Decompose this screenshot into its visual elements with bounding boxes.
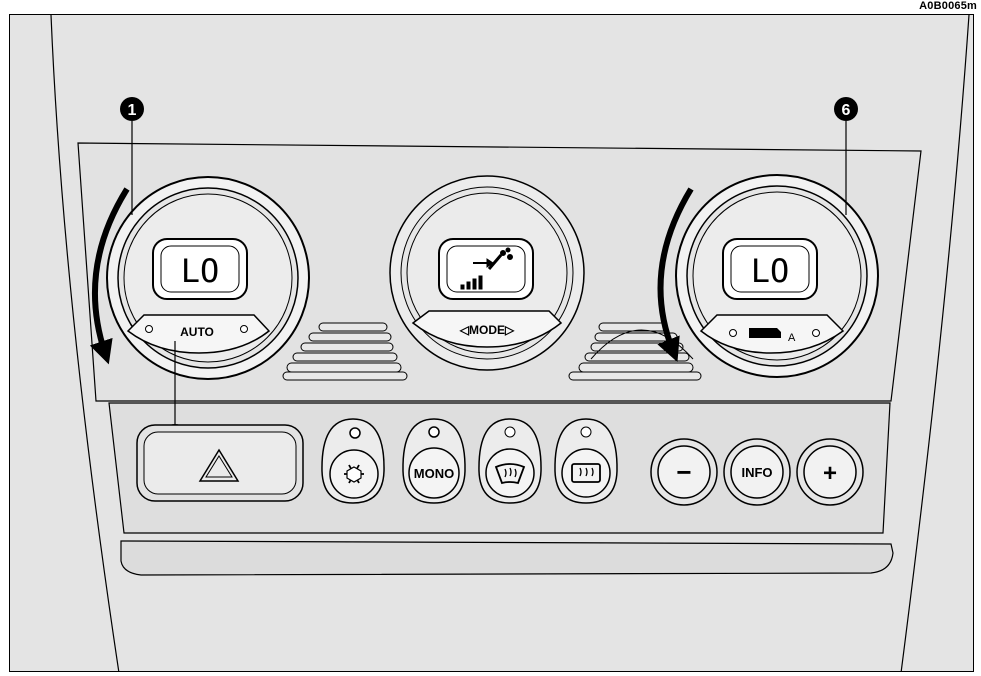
snowflake-icon xyxy=(344,464,364,484)
windscreen-indicator-led xyxy=(504,426,516,438)
air-recirculation-icon xyxy=(749,328,781,338)
left-air-vent xyxy=(282,322,408,381)
auto-button[interactable] xyxy=(126,314,271,354)
windscreen-defrost-icon xyxy=(494,463,526,485)
plus-button-label: + xyxy=(823,460,837,487)
mode-button-label: ◁MODE▷ xyxy=(459,323,515,337)
rear-window-indicator-led xyxy=(580,426,592,438)
ac-indicator-led xyxy=(349,427,361,439)
minus-button-label: − xyxy=(676,457,691,487)
info-button[interactable]: INFO xyxy=(723,438,791,506)
hazard-button[interactable] xyxy=(136,424,304,502)
plus-button[interactable]: + xyxy=(796,438,864,506)
rear-window-demist-button[interactable] xyxy=(554,418,618,504)
rear-window-defrost-icon xyxy=(571,463,601,483)
right-temperature-knob[interactable]: LO A xyxy=(675,174,879,378)
left-temperature-readout: LO xyxy=(181,252,220,290)
climate-control-panel: LO AUTO ◁MODE▷ xyxy=(9,14,974,672)
callout-1: 1 xyxy=(120,97,144,121)
left-temperature-knob[interactable]: LO AUTO xyxy=(106,176,310,380)
svg-text:1: 1 xyxy=(128,102,137,119)
recirculation-auto-suffix: A xyxy=(788,332,796,344)
callout-leaders xyxy=(131,121,847,429)
minus-button[interactable]: − xyxy=(650,438,718,506)
auto-button-label: AUTO xyxy=(180,325,214,339)
windscreen-demist-button[interactable] xyxy=(478,418,542,504)
right-temperature-readout: LO xyxy=(751,252,790,290)
figure-reference-code: A0B0065m xyxy=(919,0,977,12)
rotate-arrow-right xyxy=(657,187,694,363)
rotate-arrow-left xyxy=(89,187,130,365)
svg-text:6: 6 xyxy=(842,102,851,119)
ac-compressor-button[interactable] xyxy=(321,418,385,504)
info-button-label: INFO xyxy=(741,465,772,480)
callout-6: 6 xyxy=(834,97,858,121)
mono-button-label: MONO xyxy=(414,466,454,481)
mono-button[interactable]: MONO xyxy=(402,418,466,504)
air-distribution-icon xyxy=(460,247,513,290)
hazard-triangle-icon xyxy=(198,448,240,482)
mono-indicator-led xyxy=(428,426,440,438)
air-distribution-knob[interactable]: ◁MODE▷ xyxy=(389,175,585,371)
